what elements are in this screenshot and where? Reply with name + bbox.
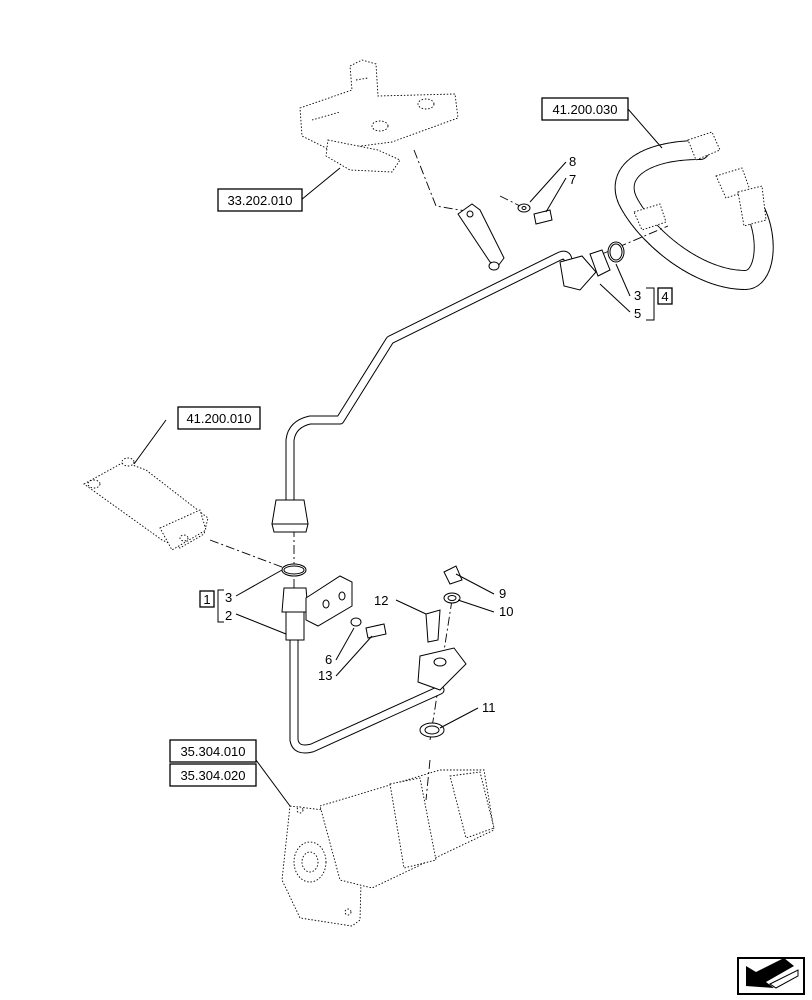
svg-text:35.304.010: 35.304.010 [180,744,245,759]
callout-10: 10 [499,604,513,619]
ref-35-304-020[interactable]: 35.304.020 [169,763,257,787]
callout-5: 5 [634,306,641,321]
svg-text:35.304.020: 35.304.020 [180,768,245,783]
svg-text:4: 4 [661,289,668,304]
ghost-hydraulic-pump [281,769,495,927]
ref-33-202-010[interactable]: 33.202.010 [217,188,303,212]
ref-41-200-010[interactable]: 41.200.010 [177,406,261,430]
ghost-hose-top-right [614,131,774,291]
bolt-12 [425,609,441,643]
callout-11: 11 [482,700,496,715]
callout-13: 13 [318,668,332,683]
callout-3-lower: 3 [225,590,232,605]
svg-text:33.202.010: 33.202.010 [227,193,292,208]
ghost-bracket-left [83,457,209,551]
callout-8: 8 [569,154,576,169]
callout-3-upper: 3 [634,288,641,303]
callout-9: 9 [499,586,506,601]
pipe-upper [271,203,611,533]
callout-12: 12 [374,593,388,608]
next-page-arrow-icon[interactable] [737,957,805,995]
callout-4-box: 4 [657,287,673,305]
loose-parts [281,203,625,738]
callout-1-box: 1 [199,590,215,608]
callout-7: 7 [569,172,576,187]
ref-35-304-010[interactable]: 35.304.010 [169,739,257,763]
assembly-centerlines [209,149,669,801]
callout-2: 2 [225,608,232,623]
bolt-13 [365,623,387,639]
pipe-lower [281,575,467,754]
ref-41-200-030[interactable]: 41.200.030 [541,97,629,121]
svg-text:41.200.010: 41.200.010 [186,411,251,426]
bolt-7 [533,209,553,225]
svg-text:1: 1 [203,592,210,607]
callout-6: 6 [325,652,332,667]
ghost-bracket-top [299,59,459,173]
washer-6 [350,617,362,627]
leader-lines [133,108,663,807]
cap-9 [443,565,463,585]
svg-text:41.200.030: 41.200.030 [552,102,617,117]
